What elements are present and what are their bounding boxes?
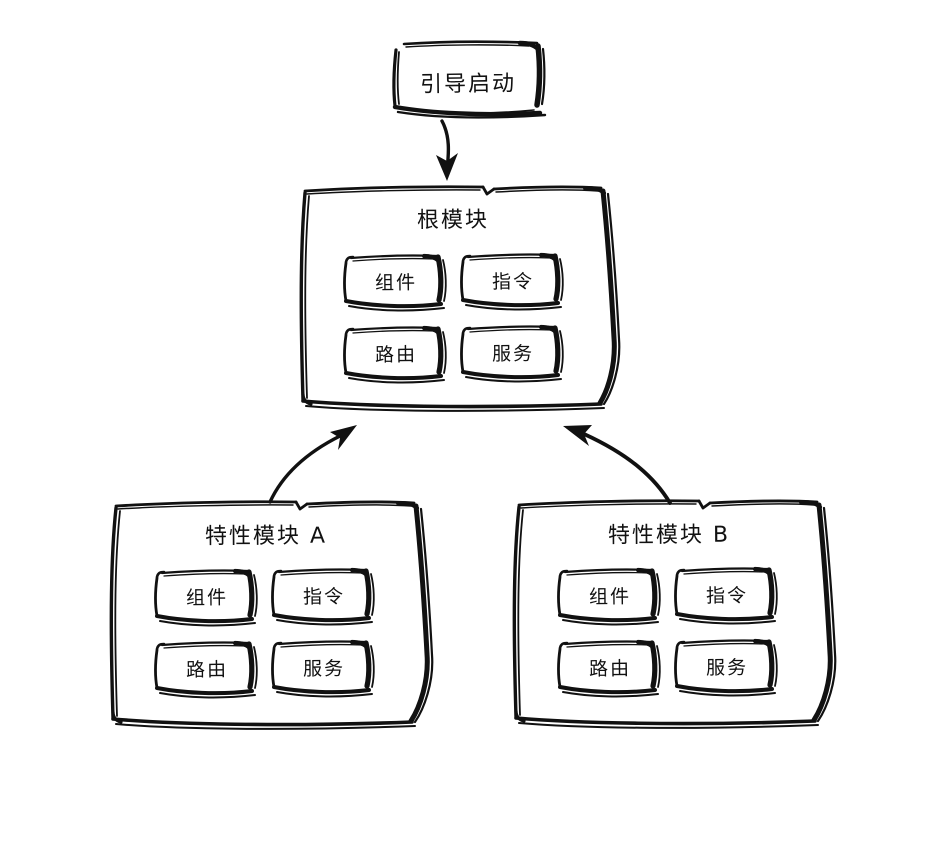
slot-box [460,324,564,383]
feature-module-b-title: 特性模块 B [607,522,731,549]
edge-boot-to-root [436,119,458,181]
slot-box [557,639,661,698]
feature-a-slot-label-routes: 路由 [185,658,229,682]
feature-module-b-shape [512,499,837,729]
root-slot-label-directives: 指令 [491,270,535,294]
slot-box [154,568,258,627]
feature-module-a-shape [109,500,434,730]
root-module-shape [299,185,621,412]
slot-box [154,640,258,699]
feature-a-slot-label-directives: 指令 [302,585,346,609]
edge-feature-b-to-root [563,425,672,505]
slot-box [271,639,375,698]
feature-b-slot-label-routes: 路由 [588,657,632,681]
root-slot-label-components: 组件 [374,271,418,295]
slot-box [343,253,447,312]
feature-b-slot-boxes [557,566,778,698]
root-slot-label-services: 服务 [491,342,535,366]
root-slot-boxes [343,252,564,384]
feature-a-slot-label-services: 服务 [302,657,346,681]
slot-box [557,567,661,626]
slot-box [674,638,778,697]
slot-box [460,252,564,311]
slot-box [343,325,447,384]
feature-b-slot-label-components: 组件 [588,585,632,609]
feature-a-slot-boxes [154,567,375,699]
feature-a-slot-label-components: 组件 [185,586,229,610]
edge-feature-a-to-root [268,425,357,504]
root-module-title: 根模块 [416,207,490,234]
feature-b-slot-label-services: 服务 [705,656,749,680]
boot-node-label: 引导启动 [419,71,517,98]
feature-module-a-title: 特性模块 A [204,523,328,550]
feature-b-slot-label-directives: 指令 [705,584,749,608]
boot-node-shape [392,40,547,119]
slot-box [271,567,375,626]
slot-box [674,566,778,625]
root-slot-label-routes: 路由 [374,343,418,367]
